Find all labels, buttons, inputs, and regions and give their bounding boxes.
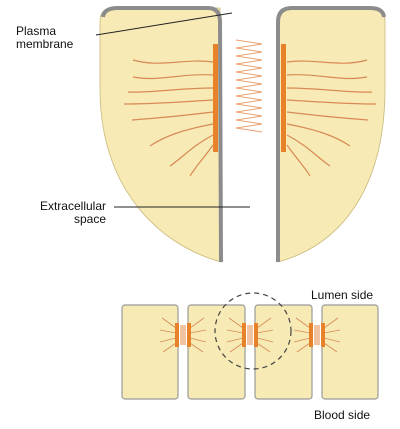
blood-side-label: Blood side [314,409,370,422]
junction-band-left [213,44,218,152]
epithelial-cell [188,305,245,399]
epithelium-overview [122,293,378,399]
epithelial-cell [322,305,378,399]
left-cell [100,8,221,262]
plasma-membrane-label: Plasma membrane [16,25,73,51]
junction-band-right [281,44,286,152]
extracellular-space-label: Extracellular space [14,200,106,226]
epithelial-cell [255,305,312,399]
magnified-junction-view [96,8,385,262]
junction-strands [236,40,262,132]
epithelial-cell [122,305,178,399]
right-cell [278,8,385,262]
lumen-side-label: Lumen side [311,289,373,302]
